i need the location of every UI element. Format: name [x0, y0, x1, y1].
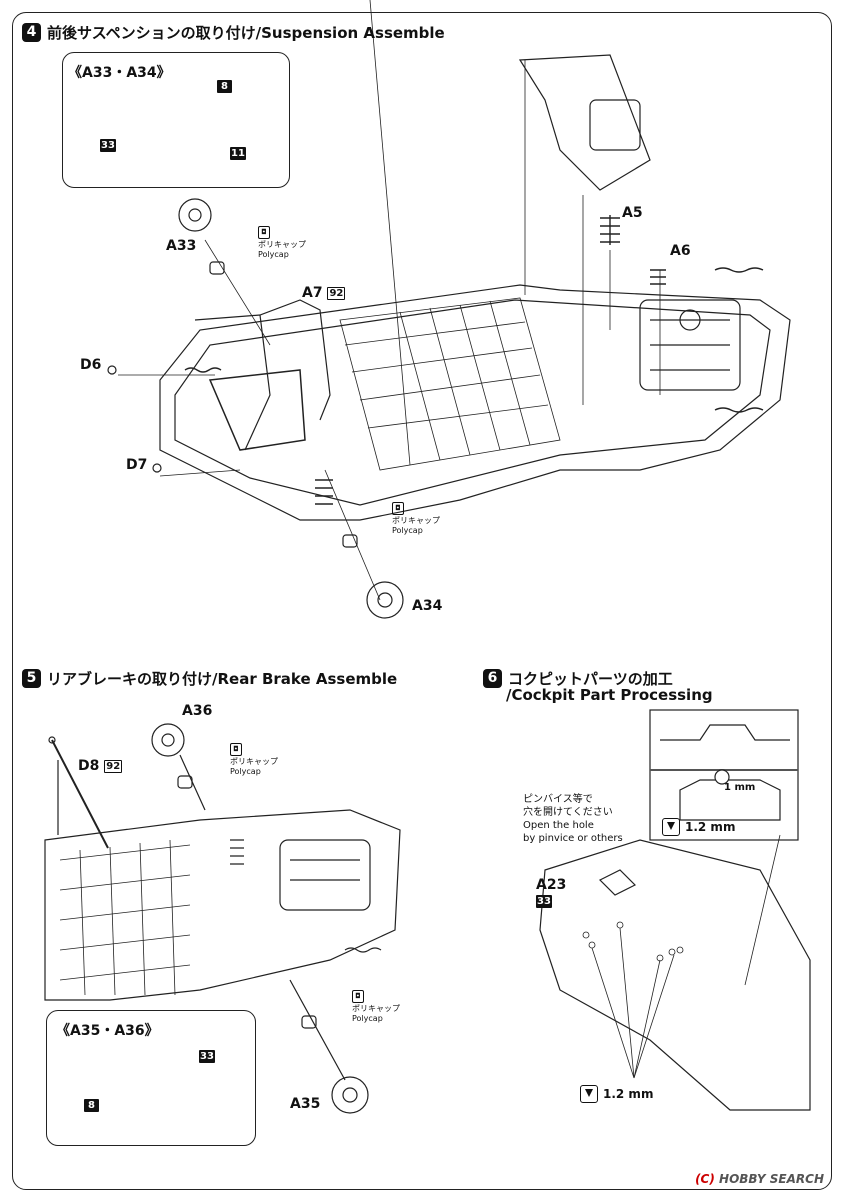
label-a36: A36 — [182, 703, 213, 719]
note-jp1: ピンバイス等で — [523, 794, 593, 805]
drill-size-top-text: 1.2 mm — [685, 820, 736, 834]
label-a34: A34 — [412, 598, 443, 614]
label-d8-text: D8 — [78, 758, 100, 774]
note-en1: Open the hole — [523, 820, 594, 831]
badge-33: 33 — [536, 895, 552, 908]
polycap-jp: ポリキャップ — [392, 516, 440, 525]
page-frame — [12, 12, 832, 1190]
label-a23: A23 — [536, 877, 567, 893]
drill-bit-icon — [662, 818, 680, 836]
watermark-symbol: (C) — [695, 1172, 715, 1186]
drill-size-bottom: 1.2 mm — [580, 1085, 653, 1103]
drill-size-top: 1.2 mm — [662, 818, 735, 836]
badge-8: 8 — [217, 80, 232, 93]
badge-8: 8 — [84, 1099, 99, 1112]
label-a7-badge: 92 — [327, 286, 346, 300]
step6-title-line2: /Cockpit Part Processing — [506, 686, 713, 704]
badge-33: 33 — [100, 139, 116, 152]
inset-a35-a36-title: 《A35・A36》 — [56, 1023, 159, 1039]
note-jp2: 穴を開けてください — [523, 807, 613, 818]
polycap-icon: ◘ — [258, 226, 270, 239]
polycap-en: Polycap — [352, 1014, 383, 1023]
step4-title: 前後サスペンションの取り付け/Suspension Assemble — [47, 24, 445, 42]
polycap-jp: ポリキャップ — [258, 240, 306, 249]
step4-heading: 4 前後サスペンションの取り付け/Suspension Assemble — [22, 22, 445, 43]
polycap-en: Polycap — [392, 526, 423, 535]
label-d7: D7 — [126, 457, 148, 473]
polycap-en: Polycap — [230, 767, 261, 776]
step4-number: 4 — [22, 23, 41, 42]
inset-a33-a34 — [62, 52, 290, 188]
label-a7: A7 92 — [302, 285, 346, 301]
step5-number: 5 — [22, 669, 41, 688]
step6-heading: 6 コクピットパーツの加工 — [483, 668, 673, 689]
label-d8-badge: 92 — [104, 759, 123, 773]
label-a6: A6 — [670, 243, 691, 259]
step6-title-line1: コクピットパーツの加工 — [508, 670, 673, 688]
polycap-jp: ポリキャップ — [230, 757, 278, 766]
polycap-note-top: ◘ ポリキャップ Polycap — [258, 226, 306, 260]
polycap-en: Polycap — [258, 250, 289, 259]
polycap-jp: ポリキャップ — [352, 1004, 400, 1013]
step5-heading: 5 リアブレーキの取り付け/Rear Brake Assemble — [22, 668, 397, 689]
label-d6: D6 — [80, 357, 102, 373]
polycap-note-a36: ◘ ポリキャップ Polycap — [230, 743, 278, 777]
label-a5: A5 — [622, 205, 643, 221]
drill-size-bottom-text: 1.2 mm — [603, 1087, 654, 1101]
watermark: (C) HOBBY SEARCH — [695, 1172, 824, 1186]
step6-number: 6 — [483, 669, 502, 688]
label-d8: D8 92 — [78, 758, 123, 774]
label-a7-text: A7 — [302, 285, 323, 301]
label-a35: A35 — [290, 1096, 321, 1112]
inset-a35-a36 — [46, 1010, 256, 1146]
polycap-icon: ◘ — [230, 743, 242, 756]
badge-11: 11 — [230, 147, 246, 160]
note-en2: by pinvice or others — [523, 833, 623, 844]
watermark-brand: HOBBY SEARCH — [719, 1172, 824, 1186]
polycap-icon: ◘ — [352, 990, 364, 1003]
label-a33: A33 — [166, 238, 197, 254]
polycap-icon: ◘ — [392, 502, 404, 515]
inset-a33-a34-title: 《A33・A34》 — [68, 65, 171, 81]
step5-title: リアブレーキの取り付け/Rear Brake Assemble — [47, 670, 398, 688]
drill-bit-icon — [580, 1085, 598, 1103]
badge-33: 33 — [199, 1050, 215, 1063]
polycap-note-a35: ◘ ポリキャップ Polycap — [352, 990, 400, 1024]
polycap-note-bottom: ◘ ポリキャップ Polycap — [392, 502, 440, 536]
hole-size-label: 1 mm — [724, 782, 756, 793]
hole-instruction: ピンバイス等で 穴を開けてください Open the hole by pinvi… — [523, 793, 623, 845]
